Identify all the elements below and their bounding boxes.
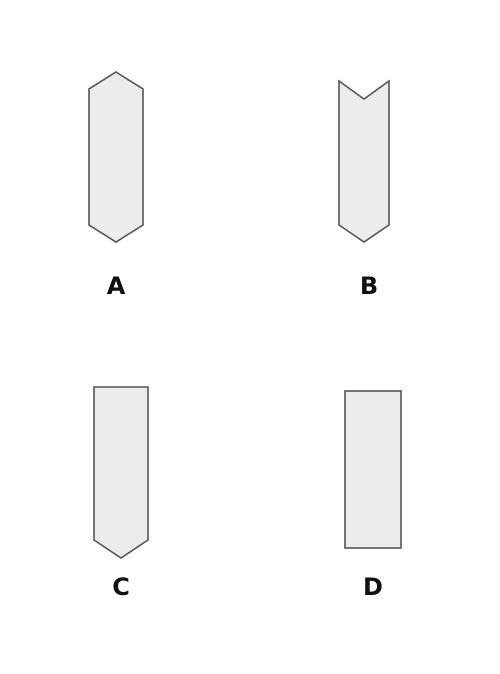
option-c-shape: [93, 386, 149, 559]
option-d-shape: [344, 390, 402, 549]
option-c-label: C: [112, 573, 130, 601]
option-a-shape: [88, 71, 144, 243]
option-a-label: A: [107, 272, 126, 300]
option-b: B: [338, 79, 390, 300]
option-d-label: D: [363, 573, 383, 601]
option-a: A: [88, 71, 144, 300]
option-d: D: [344, 390, 402, 601]
option-c: C: [93, 386, 149, 601]
option-b-shape: [338, 79, 390, 243]
option-b-label: B: [360, 272, 378, 300]
